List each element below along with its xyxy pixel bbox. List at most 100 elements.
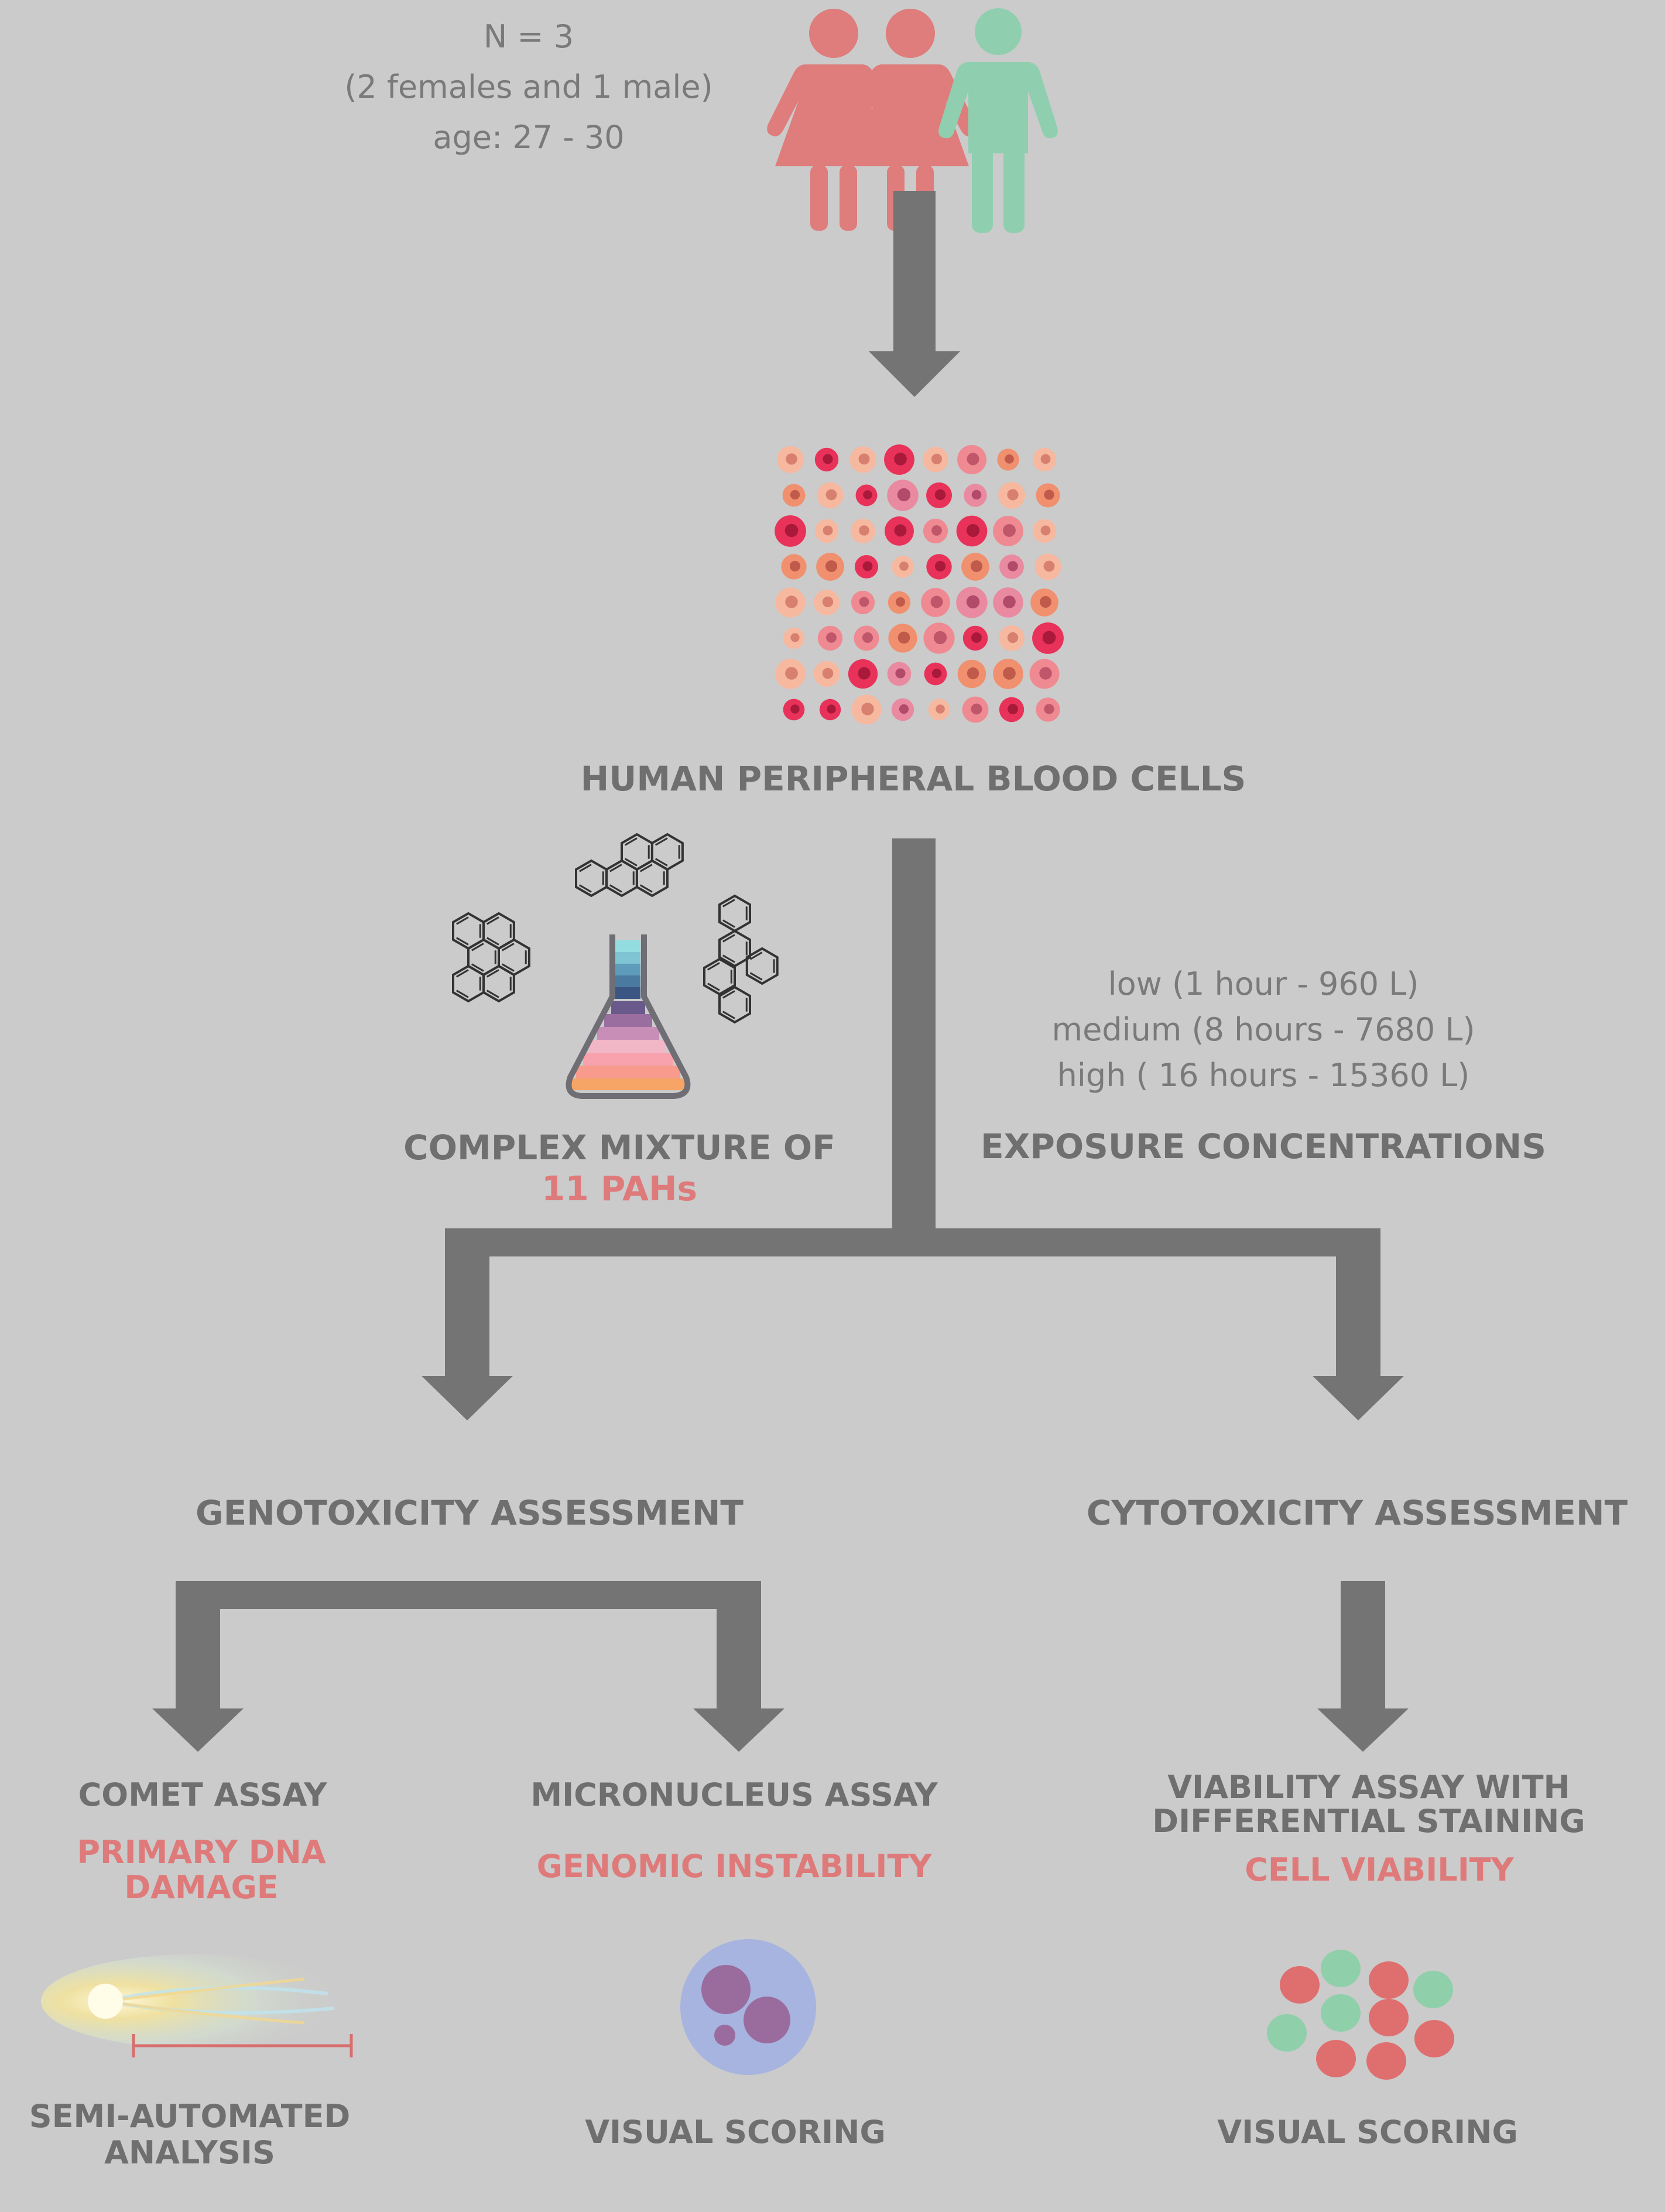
- arrow-head: [422, 1376, 513, 1420]
- blood-cell-nucleus: [966, 523, 980, 537]
- blood-cell-nucleus: [933, 631, 947, 645]
- arrow-to-cells: [893, 191, 936, 354]
- mixture-highlight: 11 PAHs: [541, 1168, 698, 1208]
- ring: [575, 859, 608, 898]
- exposure-label: EXPOSURE CONCENTRATIONS: [980, 1126, 1547, 1166]
- blood-cell-nucleus: [862, 561, 873, 571]
- double-bond: [455, 937, 469, 946]
- blood-cell-nucleus: [789, 560, 801, 572]
- blood-cell-nucleus: [822, 667, 834, 679]
- blood-cell-nucleus: [785, 667, 798, 680]
- blood-cell-nucleus: [1039, 667, 1052, 680]
- arrow-head: [1313, 1376, 1404, 1420]
- double-bond: [749, 951, 763, 960]
- double-bond: [471, 963, 484, 972]
- viability-title-line1: VIABILITY ASSAY WITH: [1167, 1769, 1570, 1806]
- micronucleus-assay-outcome: GENOMIC INSTABILITY: [536, 1848, 932, 1885]
- micronucleus-cell-icon: [680, 1939, 816, 2075]
- viability-title-line2: DIFFERENTIAL STAINING: [1152, 1803, 1585, 1840]
- double-bond: [455, 969, 469, 978]
- dead-cell: [1414, 2020, 1454, 2057]
- viability-assay-title: VIABILITY ASSAY WITH DIFFERENTIAL STAINI…: [1152, 1771, 1585, 1838]
- blood-cell-nucleus: [966, 595, 980, 609]
- blood-cell-nucleus: [1040, 596, 1051, 608]
- double-bond: [722, 954, 735, 963]
- double-bond: [722, 899, 735, 908]
- comet-assay-method: SEMI-AUTOMATED ANALYSIS: [29, 2098, 351, 2171]
- blood-cell-nucleus: [971, 489, 982, 500]
- ring: [718, 894, 751, 933]
- blood-cell-nucleus: [1008, 561, 1018, 571]
- arrow-head: [869, 351, 960, 397]
- blood-cell-nucleus: [861, 703, 874, 715]
- blood-cell-nucleus: [971, 632, 982, 643]
- live-cell: [1321, 1994, 1361, 2032]
- double-bond: [501, 963, 515, 972]
- double-bond: [722, 919, 735, 928]
- blood-cell-nucleus: [895, 597, 906, 607]
- double-bond: [707, 982, 720, 991]
- exposure-low: low (1 hour - 960 L): [1108, 965, 1419, 1002]
- blood-cell-nucleus: [790, 489, 800, 500]
- arrow-to-genotoxicity: [445, 1228, 489, 1383]
- blood-cell-nucleus: [1003, 667, 1016, 680]
- comet-assay-outcome: PRIMARY DNA DAMAGE: [77, 1835, 326, 1905]
- blood-cell-nucleus: [930, 595, 943, 608]
- dead-cell: [1280, 1966, 1320, 2004]
- blood-cells-icon: [775, 444, 1064, 725]
- participants-age: age: 27 - 30: [433, 119, 625, 156]
- double-bond: [655, 837, 668, 846]
- blood-cell-nucleus: [825, 560, 838, 573]
- ring: [635, 859, 669, 898]
- viability-assay-method: VISUAL SCORING: [1217, 2114, 1518, 2151]
- arrow-to-comet: [176, 1581, 220, 1719]
- blood-cell-nucleus: [1005, 454, 1014, 464]
- blood-cell-nucleus: [858, 667, 871, 680]
- comet-outcome-line2: DAMAGE: [124, 1869, 279, 1906]
- double-bond: [722, 1011, 735, 1019]
- flow-arrows: [152, 191, 1409, 1752]
- double-bond: [707, 962, 720, 971]
- comet-assay-title: COMET ASSAY: [78, 1776, 327, 1813]
- dead-cell: [1316, 2040, 1356, 2077]
- blood-cell-nucleus: [971, 703, 982, 715]
- comet-icon: [41, 1954, 353, 2057]
- arrow-head: [1317, 1708, 1409, 1752]
- blood-cell-nucleus: [859, 597, 869, 607]
- blood-cell-nucleus: [826, 632, 837, 643]
- live-cell: [1321, 1950, 1361, 1987]
- dead-cell: [1369, 1999, 1409, 2036]
- pah-molecule-icon: [452, 912, 530, 1003]
- blood-cell-nucleus: [931, 453, 943, 465]
- exposure-levels: low (1 hour - 960 L) medium (8 hours - 7…: [1051, 961, 1475, 1098]
- blood-cell-nucleus: [790, 704, 800, 714]
- blood-cell-nucleus: [822, 596, 834, 608]
- blood-cell-nucleus: [1003, 595, 1016, 608]
- blood-cell-nucleus: [931, 668, 942, 679]
- arrow-head: [693, 1708, 784, 1752]
- double-bond: [455, 916, 469, 925]
- double-bond: [655, 858, 668, 867]
- blood-cell-nucleus: [967, 667, 979, 680]
- flask-icon: [566, 934, 691, 1099]
- double-bond: [624, 858, 638, 867]
- blood-cells-label: HUMAN PERIPHERAL BLOOD CELLS: [580, 759, 1246, 799]
- ring: [703, 957, 736, 996]
- blood-cell-nucleus: [1044, 704, 1054, 714]
- blood-cell-nucleus: [934, 489, 946, 501]
- blood-cell-nucleus: [1040, 454, 1051, 464]
- blood-cell-nucleus: [895, 668, 906, 679]
- blood-cell-nucleus: [825, 489, 837, 501]
- arrow-to-cytotoxicity: [1336, 1228, 1380, 1383]
- comet-method-line2: ANALYSIS: [104, 2134, 275, 2171]
- arrow-to-micronucleus: [717, 1581, 761, 1719]
- blood-cell-nucleus: [936, 704, 945, 714]
- split-bar: [445, 1228, 1380, 1256]
- viability-cells-icon: [1267, 1950, 1454, 2080]
- blood-cell-nucleus: [786, 453, 797, 465]
- double-bond: [486, 989, 499, 998]
- ring: [482, 964, 515, 1003]
- double-bond: [722, 934, 735, 943]
- mixture-title: COMPLEX MIXTURE OF: [403, 1128, 835, 1167]
